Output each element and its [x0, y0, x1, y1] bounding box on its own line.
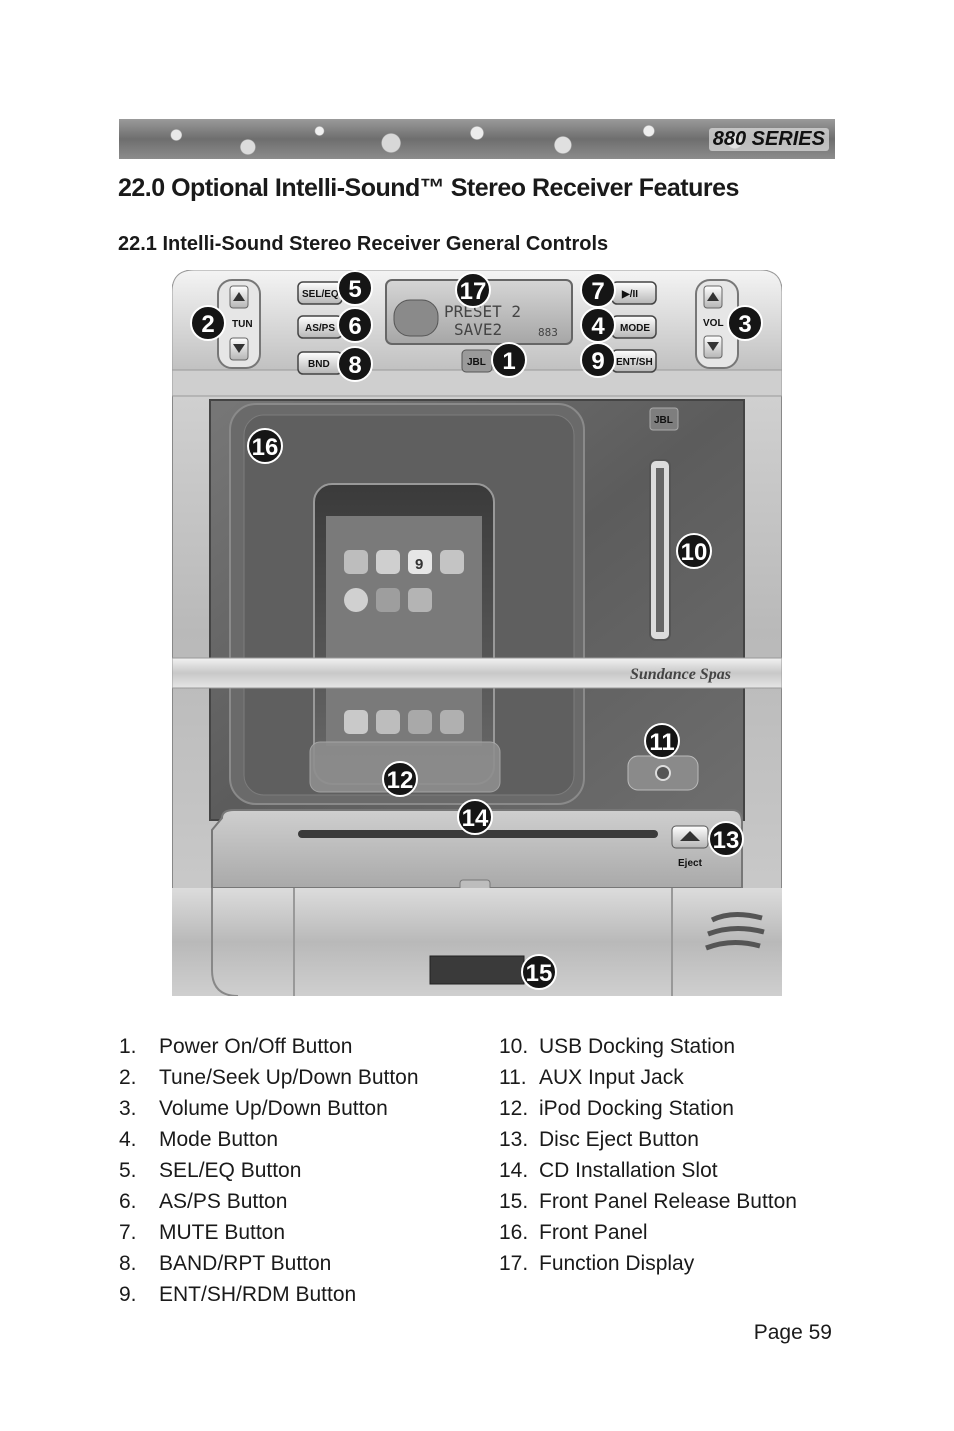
legend-item: 3.Volume Up/Down Button	[119, 1097, 388, 1120]
volume-down-icon	[707, 342, 719, 351]
legend-item: 17.Function Display	[499, 1252, 695, 1275]
legend-item: 5.SEL/EQ Button	[119, 1159, 302, 1182]
callout-2: 2	[190, 305, 226, 341]
legend-item: 16.Front Panel	[499, 1221, 648, 1244]
jbl-badge-label: JBL	[654, 415, 673, 426]
ipod-clock-icon	[344, 588, 368, 612]
aux-jack-icon	[655, 765, 671, 781]
legend-left: 1.Power On/Off Button 2.Tune/Seek Up/Dow…	[119, 1031, 419, 1310]
svg-text:5: 5	[348, 276, 361, 303]
callout-6: 6	[337, 307, 373, 343]
ipod-calendar-day: 9	[415, 556, 423, 573]
svg-text:13: 13	[713, 827, 740, 854]
receiver-figure: TUN VOL SEL/EQ AS/PS BND ▶/II MODE ENT/S…	[172, 270, 782, 996]
cd-drawer	[211, 809, 743, 889]
legend-item: 9.ENT/SH/RDM Button	[119, 1283, 357, 1306]
svg-text:3: 3	[738, 311, 751, 338]
callout-3: 3	[727, 305, 763, 341]
legend-item: 2.Tune/Seek Up/Down Button	[119, 1066, 419, 1089]
tune-down-icon	[233, 344, 245, 353]
ipod-calendar-icon	[408, 550, 432, 574]
callout-9: 9	[580, 342, 616, 378]
play-pause-label: ▶/II	[621, 289, 638, 300]
svg-text:1: 1	[502, 348, 515, 375]
callout-17: 17	[455, 272, 491, 308]
svg-text:7: 7	[591, 278, 604, 305]
eject-label: Eject	[678, 858, 703, 869]
callout-4: 4	[580, 307, 616, 343]
svg-text:4: 4	[591, 313, 605, 340]
series-label: 880 SERIES	[708, 128, 829, 151]
svg-text:15: 15	[526, 960, 553, 987]
svg-text:2: 2	[201, 311, 214, 338]
legend-item: 12.iPod Docking Station	[499, 1097, 734, 1120]
svg-text:17: 17	[460, 278, 487, 305]
legend-right: 10.USB Docking Station 11.AUX Input Jack…	[499, 1031, 797, 1279]
legend-item: 15.Front Panel Release Button	[499, 1190, 797, 1213]
legend-item: 13.Disc Eject Button	[499, 1128, 699, 1151]
callout-5: 5	[337, 270, 373, 306]
page-number: Page 59	[753, 1321, 832, 1344]
legend-item: 10.USB Docking Station	[499, 1035, 736, 1058]
legend-item: 4.Mode Button	[119, 1128, 279, 1151]
svg-text:10: 10	[681, 539, 708, 566]
sundance-band	[172, 657, 782, 689]
callout-7: 7	[580, 272, 616, 308]
ipod-app-icon	[344, 710, 368, 734]
callout-16: 16	[247, 428, 283, 464]
svg-text:8: 8	[348, 352, 361, 379]
ipod-app-icon	[408, 710, 432, 734]
display-freq: 883	[538, 326, 558, 339]
ipod-app-icon	[344, 550, 368, 574]
callout-13: 13	[708, 821, 744, 857]
legend-item: 14.CD Installation Slot	[499, 1159, 718, 1182]
legend-item: 7.MUTE Button	[119, 1221, 286, 1244]
callout-12: 12	[382, 761, 418, 797]
ipod-app-icon	[408, 588, 432, 612]
band-label: BND	[308, 359, 330, 370]
svg-text:9: 9	[591, 348, 604, 375]
callout-11: 11	[644, 723, 680, 759]
tune-label: TUN	[232, 319, 253, 330]
jbl-badge	[649, 407, 679, 431]
section-title: 22.0 Optional Intelli-Sound™ Stereo Rece…	[118, 174, 739, 202]
callout-15: 15	[521, 954, 557, 990]
header-band: 880 SERIES	[119, 119, 835, 159]
legend-item: 6.AS/PS Button	[119, 1190, 288, 1213]
volume-up-icon	[707, 292, 719, 301]
callout-14: 14	[457, 799, 493, 835]
legend-item: 1.Power On/Off Button	[119, 1035, 353, 1058]
sel-eq-label: SEL/EQ	[302, 289, 339, 300]
ipod-app-icon	[376, 588, 400, 612]
callout-10: 10	[676, 533, 712, 569]
ipod-app-icon	[376, 710, 400, 734]
callout-8: 8	[337, 346, 373, 382]
ipod-app-icon	[440, 710, 464, 734]
ipod-app-icon	[440, 550, 464, 574]
tune-up-icon	[233, 292, 245, 301]
volume-label: VOL	[703, 318, 724, 329]
eject-icon	[680, 831, 700, 841]
power-button-label: JBL	[467, 357, 486, 368]
svg-text:6: 6	[348, 313, 361, 340]
sundance-logo: Sundance Spas	[630, 666, 731, 683]
callout-1: 1	[491, 342, 527, 378]
svg-text:14: 14	[462, 805, 489, 832]
display-line-2: SAVE2	[454, 320, 502, 339]
legend-item: 8.BAND/RPT Button	[119, 1252, 332, 1275]
waves-logo-icon	[705, 912, 765, 951]
svg-text:11: 11	[649, 729, 674, 756]
ent-sh-label: ENT/SH	[616, 357, 653, 368]
mode-label: MODE	[620, 323, 650, 334]
section-subtitle: 22.1 Intelli-Sound Stereo Receiver Gener…	[118, 233, 609, 255]
as-ps-label: AS/PS	[305, 323, 335, 334]
svg-text:12: 12	[387, 767, 414, 794]
ipod-app-icon	[376, 550, 400, 574]
legend-item: 11.AUX Input Jack	[499, 1066, 684, 1089]
svg-text:16: 16	[252, 434, 279, 461]
display-line-1: PRESET 2	[444, 302, 521, 321]
